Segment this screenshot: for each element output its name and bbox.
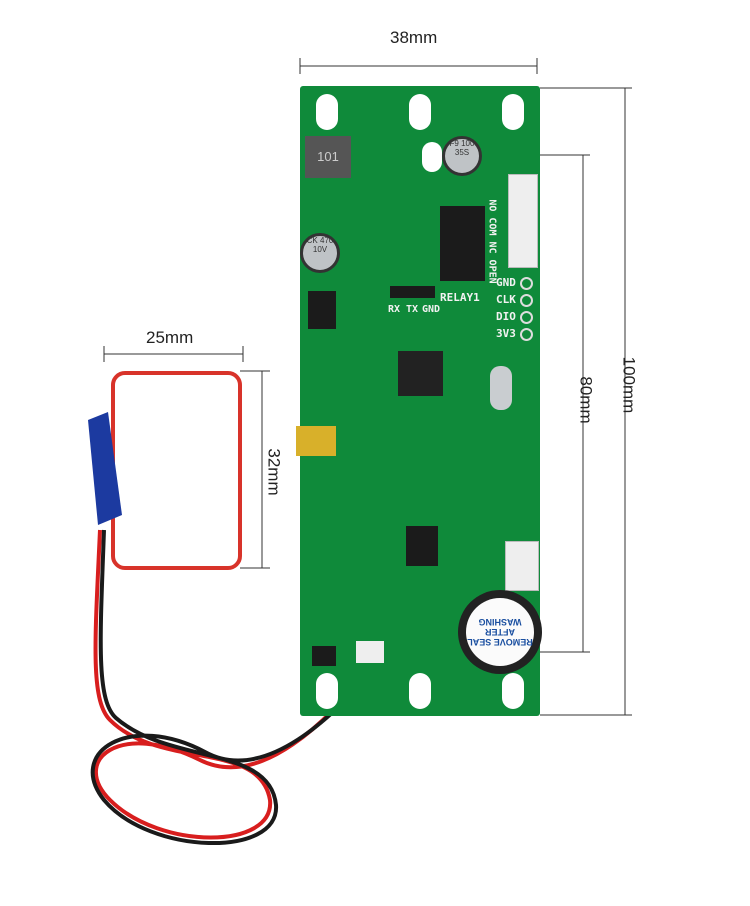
black-wire: [90, 529, 380, 845]
pcb-board: 101 F9 100 35S CK 470 10V NO COM NC OPEN…: [296, 86, 540, 716]
board-width-label: 38mm: [390, 28, 438, 47]
coil-connector: [356, 641, 384, 663]
relay: [440, 206, 485, 281]
capacitor-2: CK 470 10V: [300, 233, 340, 273]
board-length-label: 100mm: [619, 356, 639, 414]
capacitor: F9 100 35S: [442, 136, 482, 176]
connector-j3: [505, 541, 539, 591]
coil-height-label: 32mm: [264, 448, 284, 496]
program-header: GND CLK DIO 3V3: [496, 274, 533, 342]
relay-pins-label: NO COM NC OPEN: [486, 199, 498, 284]
microcontroller: [398, 351, 443, 396]
relay-label: RELAY1: [440, 291, 480, 304]
antenna-coil: [111, 371, 242, 570]
buzzer-seal-label: REMOVE SEAL AFTER WASHING: [466, 598, 534, 666]
uart-pin-tx: TX: [406, 304, 419, 315]
diode: [312, 646, 336, 666]
inductor: 101: [305, 136, 351, 178]
eeprom-chip: [308, 291, 336, 329]
usb-port: [296, 426, 336, 456]
mount-hole: [422, 142, 442, 172]
mount-spacing-label: 80mm: [576, 376, 596, 424]
relay-connector: [508, 174, 538, 268]
driver-chip: [406, 526, 438, 566]
uart-pin-rx: RX: [388, 304, 401, 315]
crystal: [490, 366, 512, 410]
coil-width-label: 25mm: [146, 328, 194, 347]
heat-shrink-sleeve: [88, 412, 122, 525]
uart-header: [390, 286, 435, 298]
uart-pin-gnd: GND: [422, 304, 441, 315]
red-wire: [93, 529, 374, 840]
buzzer: REMOVE SEAL AFTER WASHING: [458, 590, 542, 674]
